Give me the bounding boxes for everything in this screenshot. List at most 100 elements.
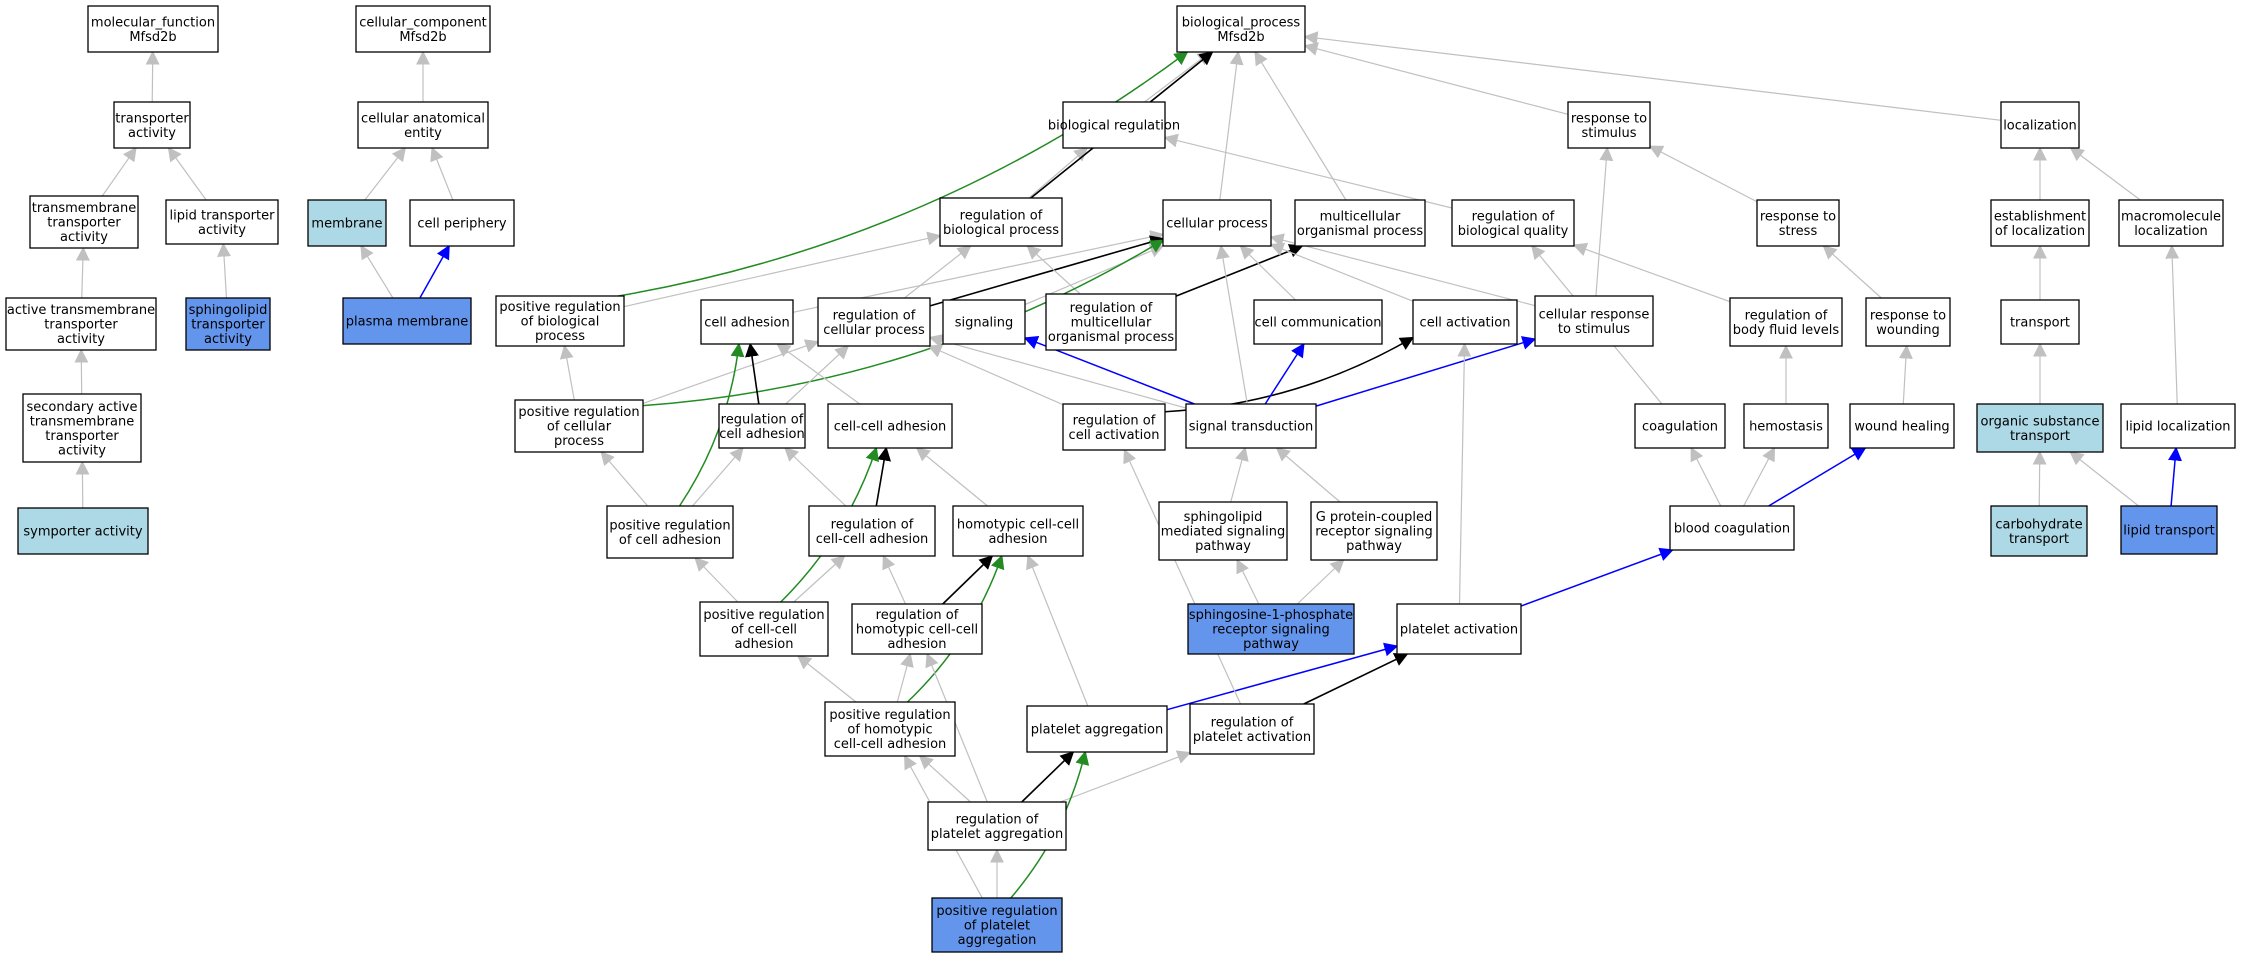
node-label-line: activity (204, 332, 252, 347)
node-box (1865, 297, 1951, 347)
node-label-line: cell activation (1069, 428, 1160, 443)
edge-rts-to-bp (1303, 42, 1569, 115)
node-label-line: active transmembrane (7, 303, 155, 318)
node-ccom: cell communication (1253, 299, 1383, 345)
node-box (2000, 299, 2080, 345)
node-box (185, 297, 271, 351)
node-label-line: biological quality (1458, 224, 1569, 239)
node-label-line: stimulus (1581, 126, 1636, 141)
node-label-line: lipid transporter (170, 208, 276, 223)
edge-rcp-to-cproc (929, 235, 1165, 307)
node-box (1062, 101, 1166, 149)
node-label-line: mediated signaling (1161, 525, 1286, 540)
node-label-line: regulation of (1070, 301, 1153, 316)
node-box (1253, 299, 1383, 345)
edge-cact-to-cproc (1269, 242, 1414, 302)
edge-prbp-to-bp (618, 51, 1189, 297)
edge-prbp-to-rbp (623, 231, 942, 308)
node-label-line: process (554, 434, 604, 449)
node-coag: coagulation (1634, 403, 1726, 449)
edge-rpagg-to-rhcca (925, 652, 988, 803)
node-label-line: cellular_component (359, 15, 487, 30)
node-label-line: activity (128, 126, 176, 141)
edge-ct-to-ost (2032, 450, 2047, 507)
node-box (1990, 199, 2090, 247)
node-box (1187, 603, 1355, 655)
node-box (1396, 603, 1522, 655)
node-label-line: stress (1779, 224, 1818, 239)
node-label-line: of platelet (964, 919, 1030, 934)
node-box (1976, 403, 2104, 453)
node-label-line: G protein-coupled (1316, 510, 1433, 525)
edge-rca-to-cadh (745, 342, 760, 405)
node-box (808, 505, 936, 557)
node-box (1756, 199, 1840, 247)
edge-hcca-to-ccadh (915, 447, 988, 507)
edge-prca-to-prcp (600, 450, 649, 507)
node-label-line: establishment (1994, 209, 2086, 224)
node-label-line: regulation of (1073, 413, 1156, 428)
node-label-line: organic substance (1981, 414, 2100, 429)
edge-prhcca-to-prcca (796, 655, 857, 703)
edge-mop-to-bp (1254, 50, 1347, 201)
node-label-line: wound healing (1854, 420, 1949, 435)
edge-rhcca-to-hcca (942, 555, 994, 605)
node-pagg: platelet aggregation (1026, 705, 1168, 753)
node-cproc: cellular process (1162, 199, 1272, 247)
node-box (342, 297, 472, 345)
edge-ta-to-mf (145, 50, 160, 103)
node-box (1294, 199, 1426, 247)
edge-ccadh-to-cadh (776, 343, 861, 405)
edge-prcp-to-rcp (642, 339, 820, 405)
node-label-line: sphingolipid (1184, 510, 1263, 525)
node-box (2000, 101, 2080, 149)
node-label-line: receptor signaling (1315, 525, 1433, 540)
node-label-line: Mfsd2b (129, 30, 176, 45)
node-label-line: platelet activation (1400, 623, 1518, 638)
node-box (495, 295, 625, 347)
node-label-line: positive regulation (829, 708, 950, 723)
node-label-line: pathway (1243, 637, 1299, 652)
node-label-line: platelet aggregation (931, 827, 1063, 842)
node-box (2120, 403, 2236, 449)
edge-s1p-to-gpcr (1296, 559, 1345, 605)
node-label-line: lipid localization (2125, 420, 2230, 435)
node-box (113, 101, 191, 149)
node-box (1045, 293, 1177, 351)
node-label-line: transport (2009, 532, 2069, 547)
node-label-line: transport (2010, 316, 2070, 331)
edge-rbp-to-breg (1028, 147, 1089, 199)
edge-smsp-to-st (1230, 446, 1249, 503)
edge-layer (74, 31, 2182, 899)
edge-crs-to-cproc (1269, 233, 1536, 307)
node-pact: platelet activation (1396, 603, 1522, 655)
edge-gpcr-to-st (1275, 447, 1341, 503)
node-label-line: biological_process (1182, 15, 1301, 30)
edge-rpact-to-pact (1303, 653, 1409, 705)
node-layer: molecular_functionMfsd2btransporteractiv… (5, 5, 2236, 953)
edge-tmta-to-ta (101, 146, 137, 197)
node-ll: lipid localization (2120, 403, 2236, 449)
node-label-line: homotypic cell-cell (856, 623, 978, 638)
node-box (1634, 403, 1726, 449)
node-box (1185, 403, 1317, 449)
edge-rcact-to-cact (1164, 336, 1415, 413)
node-label-line: positive regulation (518, 405, 639, 420)
node-label-line: platelet activation (1193, 730, 1311, 745)
